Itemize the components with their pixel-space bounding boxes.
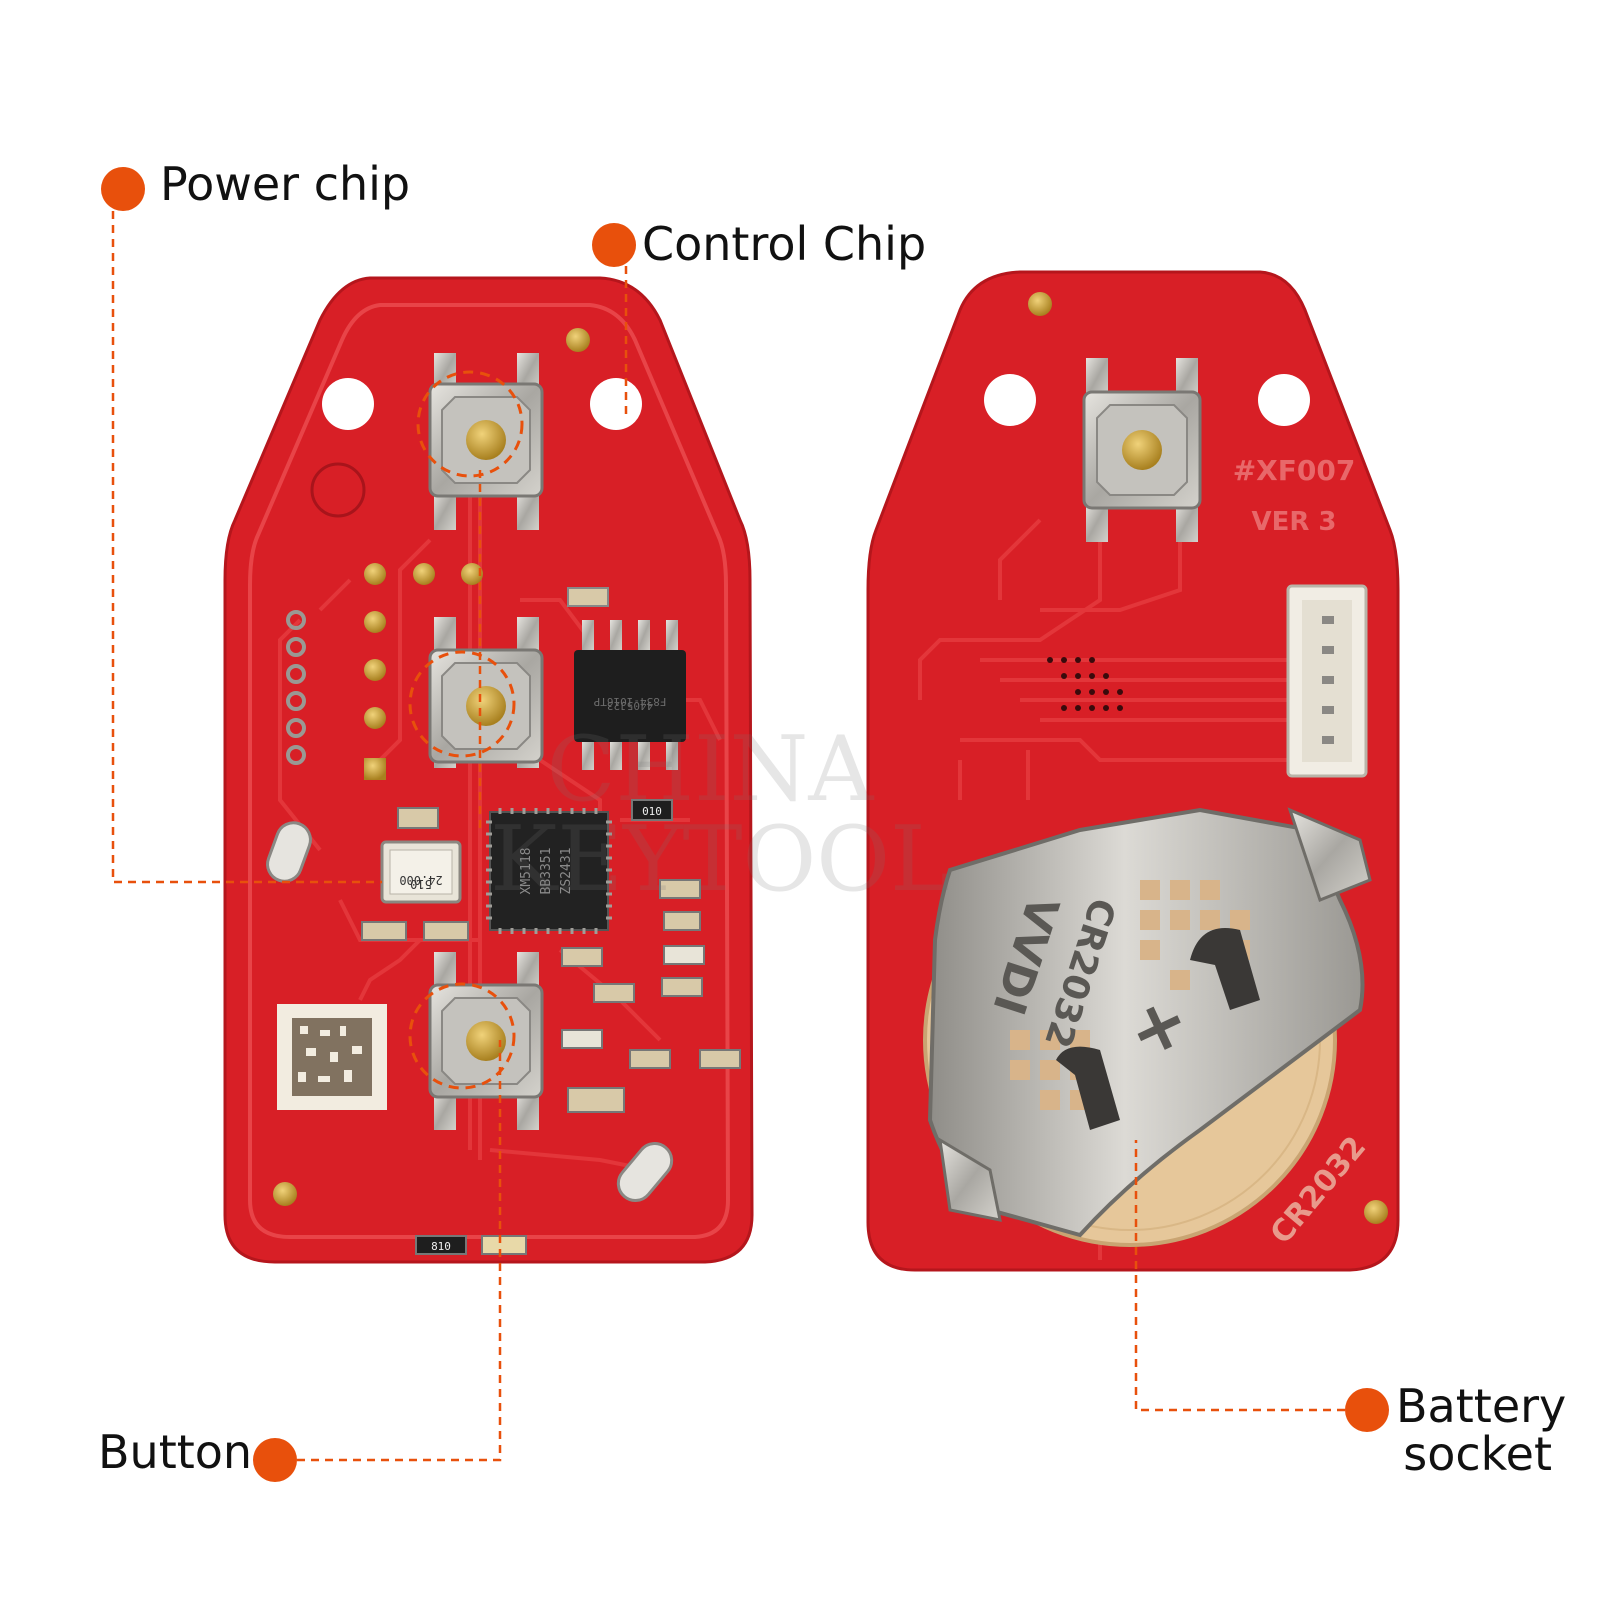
label-battery-socket: Battery socket <box>1396 1379 1567 1482</box>
front-logo-icon <box>310 462 366 518</box>
front-smd-components: 010 810 <box>361 799 741 1255</box>
battery-clip <box>927 807 1365 1238</box>
callout-dot-control-chip <box>592 223 636 267</box>
power-ic-text-1: 4405J23 <box>607 699 653 712</box>
callout-ring-bottom-button <box>408 982 516 1090</box>
callout-battery-socket <box>1134 1140 1389 1432</box>
resistor-810-text: 810 <box>431 1240 451 1253</box>
back-mount-hole-left <box>984 374 1036 426</box>
watermark-line1: CHINA <box>547 717 875 822</box>
front-test-pads <box>364 563 483 780</box>
back-battery-socket: VVDI CR2032 + <box>923 807 1372 1247</box>
callout-button <box>253 650 516 1482</box>
control-ic-text-2: BB3351 <box>539 848 554 895</box>
back-via-pattern <box>1047 657 1123 711</box>
front-mount-hole-left <box>322 378 374 430</box>
back-pcb-board: #XF007 VER 3 <box>866 270 1400 1272</box>
front-crystal-oscillator: 24.000 510 <box>380 840 462 904</box>
back-traces <box>918 518 1290 1260</box>
back-part-number: #XF007 <box>1233 454 1356 487</box>
back-button <box>1082 358 1202 542</box>
back-via-pad-bottom <box>1364 1200 1388 1224</box>
callout-ring-top-button <box>416 370 524 478</box>
front-via-pad-top <box>566 328 590 352</box>
label-power-chip: Power chip <box>160 157 411 211</box>
front-power-ic: 4405J23 F834-1016TP <box>574 620 686 770</box>
label-battery-socket-line2: socket <box>1403 1427 1552 1482</box>
front-via-pad-bottom <box>273 1182 297 1206</box>
callout-ring-middle-button <box>408 650 516 758</box>
back-connector <box>1286 584 1368 778</box>
front-glass-components <box>266 821 674 1202</box>
back-mount-hole-right <box>1258 374 1310 426</box>
callout-dot-power-chip <box>101 167 145 211</box>
back-via-pad-top <box>1028 292 1052 316</box>
callout-leader-button <box>297 1040 502 1462</box>
watermark: CHINA KEYTOOL <box>490 717 950 912</box>
label-battery-socket-line1: Battery <box>1396 1379 1567 1433</box>
label-control-chip: Control Chip <box>642 217 927 271</box>
crystal-text-bottom: 510 <box>410 877 432 891</box>
watermark-line2: KEYTOOL <box>490 807 950 912</box>
front-mount-hole-right <box>590 378 642 430</box>
front-capacitor <box>567 587 609 607</box>
control-ic-text-3: ZS2431 <box>559 848 574 895</box>
front-qr-label <box>277 1004 387 1110</box>
callout-dot-battery-socket <box>1345 1388 1389 1432</box>
callout-control-chip <box>416 223 636 830</box>
control-ic-text-1: XM5118 <box>519 848 534 895</box>
front-button-bottom <box>428 952 544 1130</box>
power-ic-text-2: F834-1016TP <box>593 695 666 708</box>
front-pin-header <box>286 610 306 765</box>
label-button: Button <box>98 1425 253 1479</box>
resistor-010-text: 010 <box>642 805 662 818</box>
front-pcb-board: 4405J23 F834-1016TP 24.000 510 XM5118 BB… <box>223 276 754 1264</box>
front-button-middle <box>428 617 544 768</box>
callout-power-chip <box>101 167 382 884</box>
front-control-ic: XM5118 BB3351 ZS2431 <box>486 808 612 934</box>
callout-dot-button <box>253 1438 297 1482</box>
crystal-text-top: 24.000 <box>399 873 442 887</box>
back-version: VER 3 <box>1251 507 1336 537</box>
